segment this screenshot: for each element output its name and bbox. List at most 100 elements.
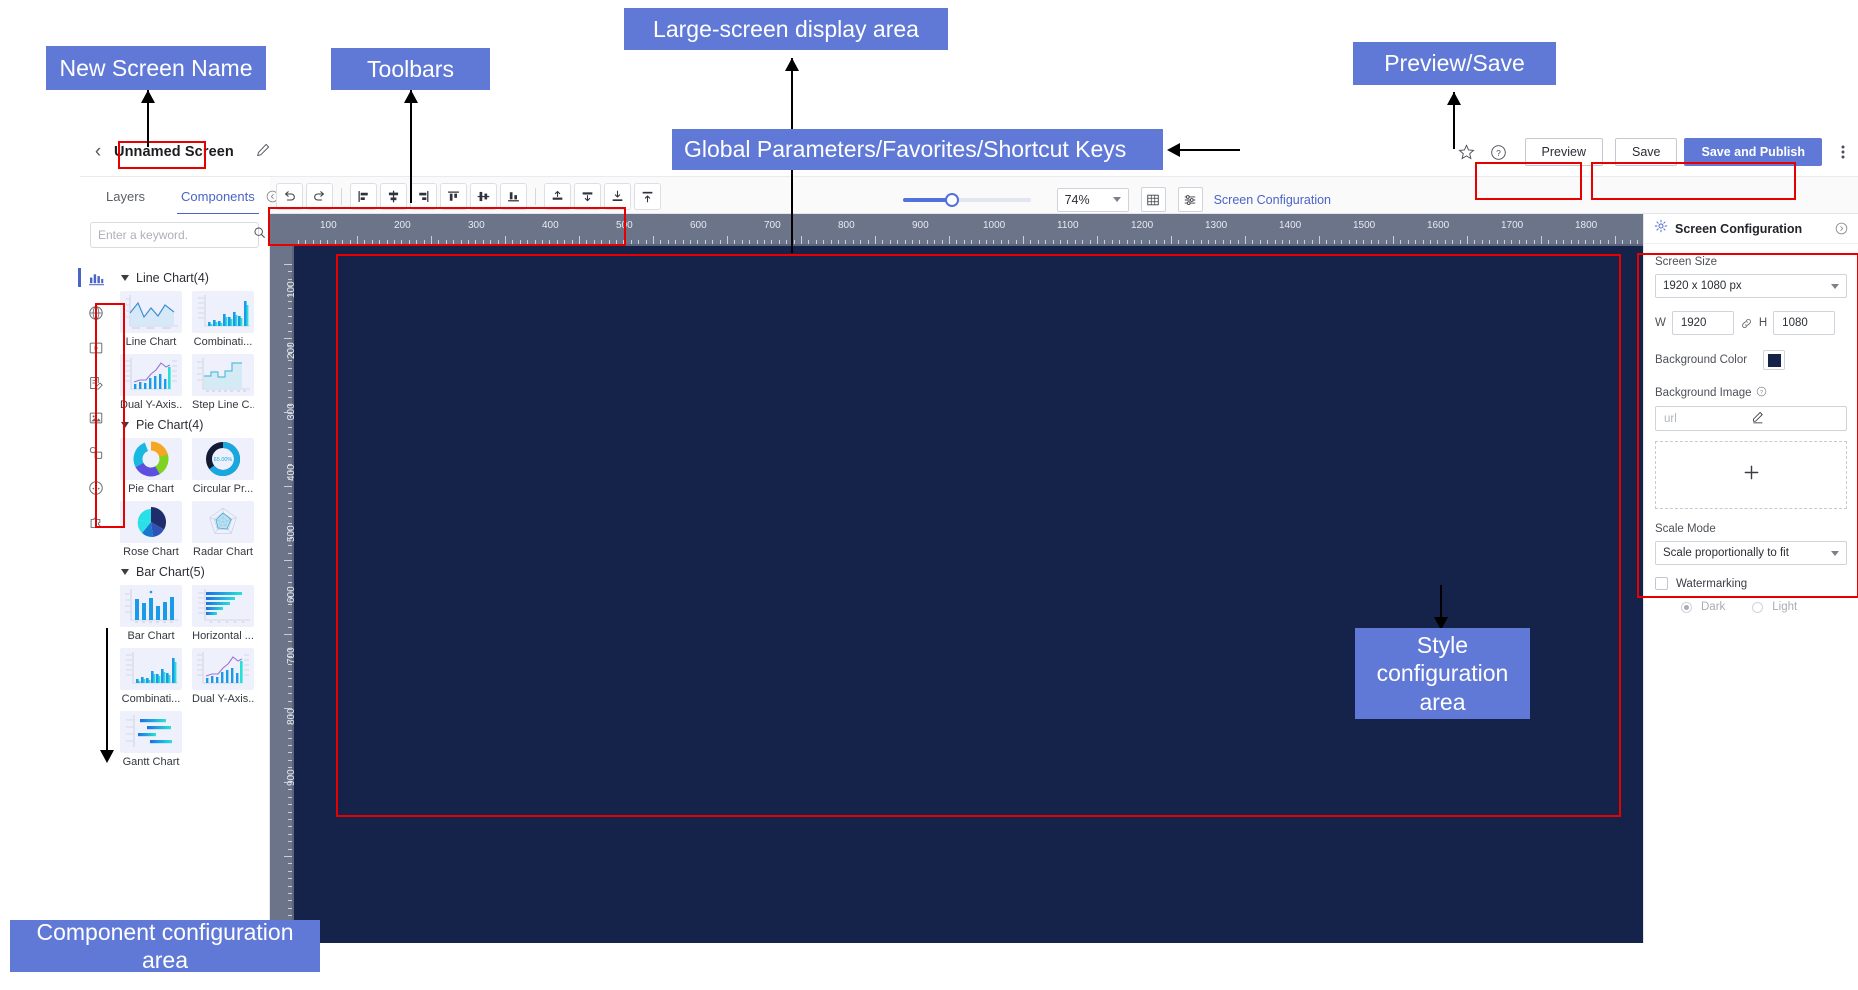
component-item[interactable]: Pie Chart	[120, 438, 182, 495]
ruler-minor-tick	[1370, 240, 1372, 244]
width-input[interactable]: 1920	[1671, 311, 1734, 335]
question-circle-icon[interactable]: ?	[1483, 136, 1515, 168]
scale-mode-select[interactable]: Scale proportionally to fit	[1655, 541, 1847, 565]
save-button[interactable]: Save	[1614, 138, 1678, 166]
search-icon[interactable]	[253, 226, 266, 244]
rail-media-play-icon[interactable]	[84, 337, 108, 359]
watermarking-row[interactable]: Watermarking	[1655, 577, 1847, 590]
bring-to-front-icon[interactable]	[544, 182, 571, 210]
ruler-minor-tick	[1311, 240, 1313, 244]
component-item[interactable]: Line Chart	[120, 291, 182, 348]
rail-form-edit-icon[interactable]	[84, 372, 108, 394]
pencil-icon[interactable]	[1751, 411, 1838, 427]
preview-button[interactable]: Preview	[1524, 138, 1603, 166]
background-image-url-input[interactable]: url	[1655, 406, 1847, 431]
background-color-swatch[interactable]	[1763, 350, 1786, 370]
kebab-menu-icon[interactable]	[1830, 138, 1856, 166]
height-input[interactable]: 1080	[1773, 311, 1836, 335]
screen-configuration-link[interactable]: Screen Configuration	[1213, 192, 1331, 207]
theme-light-radio[interactable]	[1752, 601, 1764, 613]
ruler-minor-tick	[288, 752, 292, 754]
send-to-back-icon[interactable]	[604, 182, 631, 210]
component-item[interactable]: Dual Y-Axis...	[192, 648, 254, 705]
component-item[interactable]: Combinati...	[192, 291, 254, 348]
align-right-icon[interactable]	[410, 182, 437, 210]
component-item[interactable]: Bar Chart	[120, 585, 182, 642]
undo-icon[interactable]	[276, 182, 303, 210]
rail-puzzle-icon[interactable]	[84, 512, 108, 534]
zoom-slider-knob[interactable]	[944, 192, 959, 207]
rail-image-icon[interactable]	[84, 407, 108, 429]
background-image-uploader[interactable]	[1655, 441, 1847, 509]
component-item[interactable]: Step Line C...	[192, 354, 254, 411]
horizontal-ruler[interactable]: 100 200 300 400 500 600 700 800 900 1000…	[270, 214, 1757, 244]
ruler-minor-tick	[690, 240, 691, 244]
component-item[interactable]: Radar Chart	[192, 501, 254, 558]
component-item[interactable]: Combinati...	[120, 648, 182, 705]
zoom-slider[interactable]	[902, 192, 1031, 207]
align-center-horizontal-icon[interactable]	[380, 182, 407, 210]
align-middle-vertical-icon[interactable]	[470, 182, 497, 210]
rail-relation-icon[interactable]	[84, 442, 108, 464]
canvas-area[interactable]: 100 200 300 400 500 600 700 800 900 1000…	[270, 214, 1757, 943]
ruler-minor-tick	[312, 240, 314, 244]
component-list[interactable]: Line Chart(4) Line	[113, 258, 269, 943]
ruler-minor-tick	[734, 240, 736, 244]
zoom-level-select[interactable]: 74%	[1056, 187, 1129, 212]
tab-components[interactable]: Components	[177, 177, 259, 215]
ruler-minor-tick	[288, 508, 292, 510]
rail-more-circle-icon[interactable]	[84, 477, 108, 499]
svg-text:?: ?	[1496, 147, 1501, 157]
chevron-right-circle-icon[interactable]	[1835, 222, 1848, 235]
search-box[interactable]	[90, 222, 265, 248]
annotation-arrow-component-config	[106, 628, 108, 753]
component-item[interactable]: Horizontal ...	[192, 585, 254, 642]
screen-size-select[interactable]: 1920 x 1080 px	[1655, 274, 1847, 298]
component-item[interactable]: Rose Chart	[120, 501, 182, 558]
component-label: Dual Y-Axis...	[120, 399, 182, 411]
align-bottom-icon[interactable]	[500, 182, 527, 210]
app-window: ‹ Unnamed Screen ? Preview Save Save and…	[78, 128, 1858, 943]
ruler-minor-tick	[1467, 236, 1468, 244]
ruler-tick-h: 1100	[1057, 220, 1079, 231]
component-group-header[interactable]: Line Chart(4)	[121, 271, 269, 285]
ruler-minor-tick	[1089, 240, 1091, 244]
sliders-icon[interactable]	[1177, 187, 1203, 212]
watermarking-checkbox[interactable]	[1655, 577, 1668, 590]
grid-toggle-icon[interactable]	[1140, 187, 1166, 212]
align-top-icon[interactable]	[440, 182, 467, 210]
component-group-header[interactable]: Pie Chart(4)	[121, 418, 269, 432]
ruler-minor-tick	[971, 240, 973, 244]
theme-dark-radio[interactable]	[1681, 601, 1692, 613]
ruler-minor-tick	[593, 240, 595, 244]
bring-forward-icon[interactable]	[634, 182, 661, 210]
ruler-minor-tick	[1555, 240, 1557, 244]
pencil-icon[interactable]	[256, 143, 270, 162]
search-input[interactable]	[98, 228, 253, 242]
rail-globe-icon[interactable]	[84, 302, 108, 324]
back-chevron-icon[interactable]: ‹	[94, 141, 102, 162]
component-item[interactable]: 65.00% Circular Pr...	[192, 438, 254, 495]
component-item[interactable]: Gantt Chart	[120, 711, 182, 768]
link-icon[interactable]	[1740, 317, 1753, 330]
screen-canvas[interactable]	[294, 246, 1643, 943]
save-and-publish-button[interactable]: Save and Publish	[1684, 138, 1822, 166]
rail-chart-bar-icon[interactable]	[78, 267, 108, 289]
align-left-icon[interactable]	[350, 182, 377, 210]
ruler-minor-tick	[505, 236, 506, 244]
ruler-tick-h: 900	[912, 220, 929, 231]
ruler-minor-tick	[288, 671, 292, 672]
annotation-arrow-global-params	[1180, 149, 1240, 151]
send-backward-icon[interactable]	[574, 182, 601, 210]
component-thumbnail-line	[120, 291, 182, 333]
vertical-ruler[interactable]: 100 200 300 400 500 600 700 800 900	[270, 244, 297, 943]
ruler-tick-h: 300	[468, 220, 485, 231]
tab-layers[interactable]: Layers	[106, 188, 146, 204]
redo-icon[interactable]	[306, 182, 333, 210]
star-icon[interactable]	[1451, 136, 1483, 168]
question-circle-icon[interactable]: ?	[1756, 386, 1767, 400]
component-group-header[interactable]: Bar Chart(5)	[121, 565, 269, 579]
ruler-minor-tick	[288, 833, 292, 835]
component-item[interactable]: Dual Y-Axis...	[120, 354, 182, 411]
screen-name-title[interactable]: Unnamed Screen	[114, 144, 234, 160]
